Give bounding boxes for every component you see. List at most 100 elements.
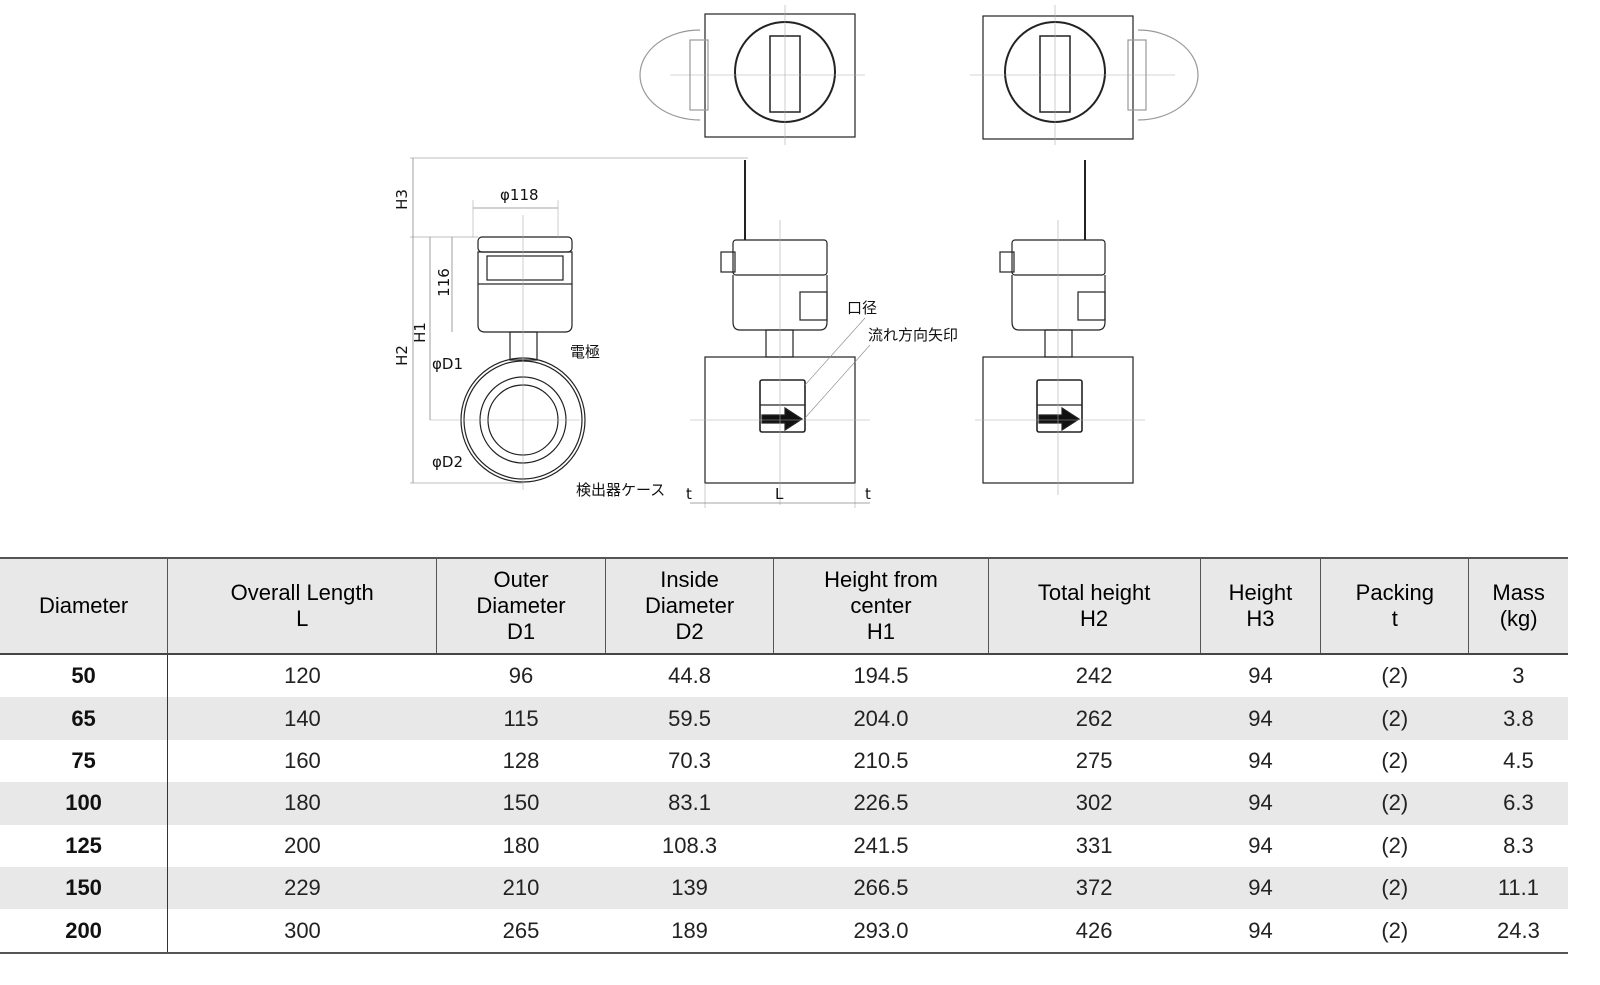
table-cell: 180 [167, 782, 437, 825]
table-cell: 194.5 [853, 663, 909, 689]
column-header-text: center [850, 593, 912, 618]
label-detector-case: 検出器ケース [576, 481, 666, 499]
top-view-right [970, 5, 1199, 145]
table-cell: 226.5 [773, 782, 989, 825]
table-cell: 266.5 [773, 866, 989, 910]
table-cell: 4.5 [1503, 747, 1534, 773]
column-header-text: L [296, 606, 309, 631]
column-header-text: Inside [660, 567, 719, 592]
column-header-text: H1 [866, 619, 896, 644]
table-cell: 139 [605, 866, 774, 910]
column-header-text: Outer [493, 567, 549, 592]
table-cell: 150 [0, 866, 169, 910]
table-cell: 300 [167, 909, 437, 954]
table-cell: (2) [1381, 747, 1409, 773]
column-header-text: D1 [506, 619, 536, 644]
table-cell: (2) [1320, 909, 1469, 954]
table-cell: 293.0 [773, 909, 989, 954]
table-cell: 331 [1075, 832, 1113, 858]
table-cell: 372 [988, 866, 1201, 910]
table-cell: 210.5 [853, 747, 909, 773]
table-cell: (2) [1381, 663, 1409, 689]
column-header-text: H3 [1246, 606, 1275, 631]
table-cell: 94 [1200, 866, 1321, 910]
table-cell: 59.5 [605, 697, 774, 740]
dim-H3: H3 [392, 189, 411, 210]
table-cell: 94 [1200, 909, 1321, 954]
table-cell: 3 [1512, 663, 1525, 689]
column-header-text: Height from [824, 567, 938, 592]
column-header-text: Mass [1492, 580, 1545, 605]
table-cell: 94 [1248, 832, 1273, 858]
table-cell: 120 [284, 663, 321, 689]
column-header-text: Diameter [476, 593, 566, 618]
table-cell: 96 [508, 663, 534, 689]
table-cell: (2) [1320, 782, 1469, 825]
table-cell: 11.1 [1468, 866, 1568, 910]
flowmeter-technical-drawing [410, 5, 1199, 508]
dim-L: L [775, 485, 784, 503]
table-cell: (2) [1320, 697, 1469, 740]
table-cell: 6.3 [1468, 782, 1568, 825]
table-cell: 200 [0, 909, 169, 954]
column-header-text: t [1391, 606, 1398, 631]
table-cell: 265 [436, 909, 606, 954]
table-cell: 94 [1248, 663, 1273, 689]
table-cell: 94 [1200, 782, 1321, 825]
dim-phiD2: φD2 [432, 453, 463, 471]
dim-H1: H1 [410, 322, 429, 343]
column-header-text: Overall Length [230, 580, 374, 605]
side-view-right [975, 160, 1145, 495]
dim-H2: H2 [392, 345, 411, 366]
table-cell: 24.3 [1468, 909, 1568, 954]
label-electrode: 電極 [570, 343, 601, 361]
column-header: Diameter [0, 557, 168, 655]
table-cell: 426 [988, 909, 1201, 954]
front-view [410, 157, 748, 490]
dim-phi118: φ118 [500, 186, 539, 204]
column-header-text: Packing [1355, 580, 1434, 605]
table-cell: 150 [436, 782, 606, 825]
table-cell: 70.3 [668, 747, 711, 773]
label-flow-arrow: 流れ方向矢印 [868, 326, 959, 344]
table-cell: 200 [284, 832, 321, 858]
table-cell: 229 [167, 866, 437, 910]
column-header-text: Diameter [38, 593, 129, 618]
table-cell: 160 [284, 747, 321, 773]
table-cell: 180 [502, 832, 540, 858]
dim-t-left: t [686, 485, 692, 503]
column-header-text: D2 [675, 619, 704, 644]
table-cell: 262 [988, 697, 1201, 740]
label-bore: 口径 [847, 299, 878, 317]
table-cell: 242 [1075, 663, 1113, 689]
column-header-text: H2 [1080, 606, 1109, 631]
dim-phiD1: φD1 [432, 355, 463, 373]
column-header-text: Diameter [644, 593, 735, 618]
table-cell: 75 [0, 739, 169, 783]
table-cell: 50 [0, 654, 169, 698]
table-cell: 65 [0, 697, 169, 740]
column-header-text: Total height [1037, 580, 1151, 605]
table-cell: 108.3 [662, 832, 718, 858]
table-cell: 94 [1248, 747, 1273, 773]
side-view-middle [690, 160, 871, 508]
table-cell: 125 [0, 824, 169, 867]
table-cell: 241.5 [853, 832, 909, 858]
table-cell: 128 [502, 747, 540, 773]
table-cell: 140 [167, 697, 437, 740]
table-cell: (2) [1381, 832, 1409, 858]
table-cell: 204.0 [773, 697, 989, 740]
table-cell: 100 [0, 782, 169, 825]
dim-116: 116 [434, 268, 453, 297]
table-cell: 3.8 [1468, 697, 1568, 740]
